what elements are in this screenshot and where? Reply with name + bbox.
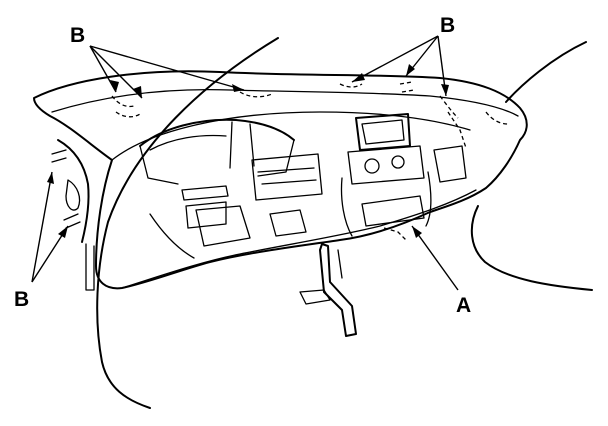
callout-leaders [31,35,459,291]
vents-and-panels [149,145,467,259]
left-end-bracket [51,139,95,291]
steering-support-bracket [299,243,357,337]
callout-label-b-left: B [14,288,29,311]
callout-label-a: A [456,294,471,317]
center-display [340,113,432,237]
wiring-lines [96,37,593,409]
cluster-hood [139,118,295,185]
callout-label-b-top-right: B [440,14,455,37]
clip-locations [111,81,509,241]
callout-label-b-top-left: B [70,24,85,47]
callout-labels: B B B A [14,14,471,317]
